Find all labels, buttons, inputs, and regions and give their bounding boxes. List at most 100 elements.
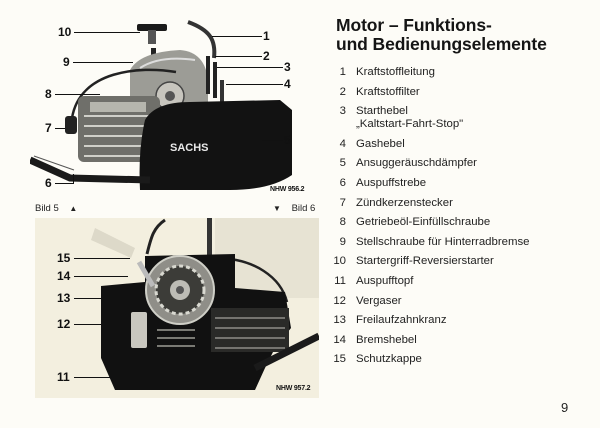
brand-label: SACHS: [170, 142, 209, 154]
callout-15: 15: [57, 251, 71, 265]
legend-number: 8: [339, 216, 346, 229]
legend-item: 12 Vergaser: [330, 295, 590, 308]
callout-6: 6: [45, 176, 52, 190]
leader-line: [73, 174, 74, 184]
legend-label: Stellschraube für Hinterradbremse: [356, 236, 590, 249]
leader-line: [217, 67, 283, 68]
figure-code-bottom: NHW 957.2: [276, 385, 311, 392]
legend-label-line: Kraftstoffilter: [356, 85, 420, 98]
legend-number: 5: [339, 157, 346, 170]
legend-label: Auspuffstrebe: [356, 177, 590, 190]
leader-line: [215, 56, 262, 57]
legend-label-line: Bremshebel: [356, 333, 417, 346]
legend-item: 15 Schutzkappe: [330, 353, 590, 366]
figure-code-top: NHW 956.2: [270, 186, 305, 193]
legend-item: 14 Bremshebel: [330, 334, 590, 347]
legend-label-line: Ansuggeräuschdämpfer: [356, 157, 477, 170]
callout-1: 1: [263, 29, 270, 43]
legend-number: 12: [333, 294, 346, 307]
leader-line: [74, 324, 104, 325]
legend-label: Freilaufzahnkranz: [356, 314, 590, 327]
title-line-1: Motor – Funktions-: [336, 15, 492, 35]
legend-number: 4: [339, 137, 346, 150]
legend-label-line: Zündkerzenstecker: [356, 196, 453, 209]
legend-item: 2 Kraftstoffilter: [330, 86, 590, 99]
callout-7: 7: [45, 121, 52, 135]
legend-number: 14: [333, 333, 346, 346]
page-title: Motor – Funktions- und Bedienungselement…: [336, 16, 547, 54]
legend-item: 4 Gashebel: [330, 138, 590, 151]
legend-label: Zündkerzenstecker: [356, 197, 590, 210]
legend-number: 15: [333, 353, 346, 366]
callout-13: 13: [57, 291, 71, 305]
legend-label: Getriebeöl-Einfüllschraube: [356, 216, 590, 229]
callout-8: 8: [45, 87, 52, 101]
legend-label-line: Stellschraube für Hinterradbremse: [356, 235, 530, 248]
legend-label: Ansuggeräuschdämpfer: [356, 157, 590, 170]
legend-label: Kraftstoffilter: [356, 86, 590, 99]
callout-14: 14: [57, 269, 71, 283]
down-arrow-icon: ▼: [273, 204, 281, 213]
caption-label: Bild 5: [35, 203, 59, 214]
legend-item: 8 Getriebeöl-Einfüllschraube: [330, 216, 590, 229]
legend-item: 10 Startergriff-Reversierstarter: [330, 255, 590, 268]
legend-number: 9: [339, 235, 346, 248]
legend-label: Starthebel„Kaltstart-Fahrt-Stop": [356, 105, 590, 131]
title-line-2: und Bedienungselemente: [336, 34, 547, 54]
legend-item: 13 Freilaufzahnkranz: [330, 314, 590, 327]
legend-number: 7: [339, 196, 346, 209]
legend-label: Gashebel: [356, 138, 590, 151]
legend-label: Vergaser: [356, 295, 590, 308]
legend-item: 11 Auspufftopf: [330, 275, 590, 288]
legend-label-line: Auspufftopf: [356, 274, 414, 287]
caption-label: Bild 6: [291, 203, 316, 214]
legend-label: Bremshebel: [356, 334, 590, 347]
engine-photo-top: SACHS: [30, 10, 320, 200]
engine-illustration-top: SACHS: [30, 20, 292, 190]
leader-line: [262, 140, 283, 141]
callout-2: 2: [263, 49, 270, 63]
leader-line: [212, 36, 262, 37]
legend-label-line: Getriebeöl-Einfüllschraube: [356, 216, 491, 229]
callout-3: 3: [284, 60, 291, 74]
leader-line: [74, 298, 128, 299]
legend-label: Startergriff-Reversierstarter: [356, 255, 590, 268]
up-arrow-icon: ▲: [69, 204, 78, 213]
callout-11: 11: [57, 370, 70, 384]
leader-line: [74, 377, 128, 378]
leader-line: [74, 32, 140, 33]
leader-line: [226, 84, 283, 85]
legend-number: 10: [333, 255, 346, 268]
leader-line: [74, 276, 128, 277]
callout-9: 9: [63, 55, 70, 69]
legend-label: Auspufftopf: [356, 275, 590, 288]
engine-photo-bottom: [35, 218, 319, 398]
legend-label-line: Auspuffstrebe: [356, 176, 427, 189]
leader-line: [73, 62, 133, 63]
legend-number: 1: [339, 66, 346, 78]
legend-item: 9 Stellschraube für Hinterradbremse: [330, 236, 590, 249]
legend-item: 7 Zündkerzenstecker: [330, 197, 590, 210]
legend-label-line: Schutzkappe: [356, 353, 422, 366]
legend-number: 2: [339, 85, 346, 98]
legend-label: Schutzkappe: [356, 353, 590, 366]
callout-5: 5: [284, 133, 291, 147]
callout-12: 12: [57, 317, 71, 331]
legend-label-line: Startergriff-Reversierstarter: [356, 255, 494, 268]
leader-line: [74, 258, 130, 259]
legend-label-line: „Kaltstart-Fahrt-Stop": [356, 118, 464, 131]
engine-illustration-bottom: [91, 218, 319, 390]
callout-10: 10: [58, 25, 72, 39]
caption-bild-5: Bild 5 ▲: [35, 203, 77, 214]
leader-line: [55, 94, 100, 95]
legend-number: 13: [333, 314, 346, 327]
legend-number: 11: [334, 274, 346, 287]
legend-item: 5 Ansuggeräuschdämpfer: [330, 157, 590, 170]
page-number: 9: [561, 400, 569, 415]
legend-label-line: Kraftstoffleitung: [356, 66, 435, 78]
leader-line: [55, 183, 73, 184]
caption-bild-6: ▼ Bild 6: [273, 203, 315, 214]
legend-label-line: Vergaser: [356, 294, 402, 307]
